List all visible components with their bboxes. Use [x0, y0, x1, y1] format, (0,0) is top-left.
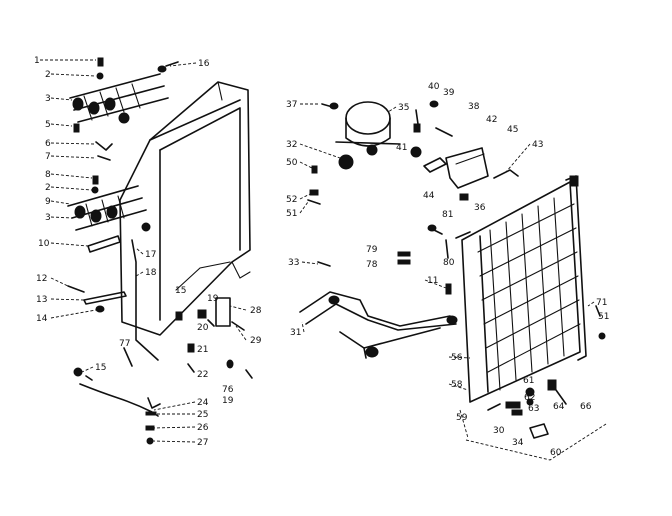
callout-c8: 8	[45, 170, 51, 180]
callout-c78: 78	[366, 260, 378, 270]
callout-c1: 1	[34, 56, 40, 66]
callout-c35: 35	[398, 103, 409, 113]
callout-c2: 2	[45, 70, 51, 80]
callout-c37: 37	[286, 100, 297, 110]
callout-c59: 59	[456, 413, 468, 423]
callout-c81: 81	[442, 210, 453, 220]
callout-c3b: 3	[45, 213, 51, 223]
callout-c30: 30	[493, 426, 505, 436]
callout-c15b: 15	[95, 363, 106, 373]
condenser-lower-parts	[459, 379, 607, 461]
callout-c20: 20	[197, 323, 209, 333]
callout-c41: 41	[396, 143, 407, 153]
drain-and-heater-parts	[73, 297, 253, 445]
callout-c45: 45	[507, 125, 518, 135]
callout-c71: 71	[596, 298, 607, 308]
callout-c50: 50	[286, 158, 298, 168]
callout-c80: 80	[443, 258, 455, 268]
callout-c29: 29	[250, 336, 262, 346]
condenser-coil	[455, 175, 606, 403]
callout-c21: 21	[197, 345, 208, 355]
callout-c44: 44	[423, 191, 435, 201]
callout-c16: 16	[198, 59, 210, 69]
callout-c42: 42	[486, 115, 497, 125]
callout-c43: 43	[532, 140, 543, 150]
callout-c56: 56	[451, 353, 463, 363]
callout-c51: 51	[286, 209, 297, 219]
callout-c9: 9	[45, 197, 51, 207]
callout-c40: 40	[428, 82, 440, 92]
callout-c3: 3	[45, 94, 51, 104]
callout-c17: 17	[145, 250, 156, 260]
callout-c11: 11	[427, 276, 438, 286]
callout-c15: 15	[175, 286, 186, 296]
callout-c5: 5	[45, 120, 51, 130]
callout-c60: 60	[550, 448, 562, 458]
relay-and-overload-parts	[317, 100, 519, 295]
callout-c38: 38	[468, 102, 480, 112]
callout-c2b: 2	[45, 183, 51, 193]
callout-c51b: 51	[598, 312, 609, 322]
callout-c62: 62	[524, 393, 535, 403]
callout-c31: 31	[290, 328, 301, 338]
callout-c27: 27	[197, 438, 208, 448]
callout-c26: 26	[197, 423, 209, 433]
callout-c22: 22	[197, 370, 208, 380]
callout-labels: 1235678293101213141617181519282021292277…	[34, 56, 609, 458]
leader-lines	[40, 59, 595, 443]
callout-c34: 34	[512, 438, 524, 448]
compressor-base-frame	[299, 291, 458, 359]
compressor-assembly	[307, 101, 401, 205]
callout-c58: 58	[451, 380, 463, 390]
callout-c33: 33	[288, 258, 299, 268]
callout-c19b: 19	[222, 396, 234, 406]
callout-c6: 6	[45, 139, 51, 149]
callout-c13: 13	[36, 295, 47, 305]
lower-evaporator-coil	[67, 185, 147, 231]
callout-c14: 14	[36, 314, 48, 324]
callout-c10: 10	[38, 239, 50, 249]
callout-c36: 36	[474, 203, 486, 213]
callout-c76: 76	[222, 385, 234, 395]
callout-c77: 77	[119, 339, 130, 349]
callout-c61: 61	[523, 376, 534, 386]
callout-c28: 28	[250, 306, 262, 316]
callout-c52: 52	[286, 195, 297, 205]
callout-c79: 79	[366, 245, 378, 255]
callout-c64: 64	[553, 402, 565, 412]
callout-c25: 25	[197, 410, 208, 420]
callout-c19: 19	[207, 294, 219, 304]
upper-evaporator-coil	[69, 73, 169, 124]
cabinet-assembly	[119, 81, 251, 336]
callout-c66: 66	[580, 402, 592, 412]
callout-c12: 12	[36, 274, 47, 284]
callout-c24: 24	[197, 398, 209, 408]
callout-c32: 32	[286, 140, 297, 150]
callout-c39: 39	[443, 88, 455, 98]
callout-c18: 18	[145, 268, 157, 278]
left-small-parts	[67, 57, 179, 361]
callout-c63: 63	[528, 404, 539, 414]
callout-c7: 7	[45, 152, 51, 162]
